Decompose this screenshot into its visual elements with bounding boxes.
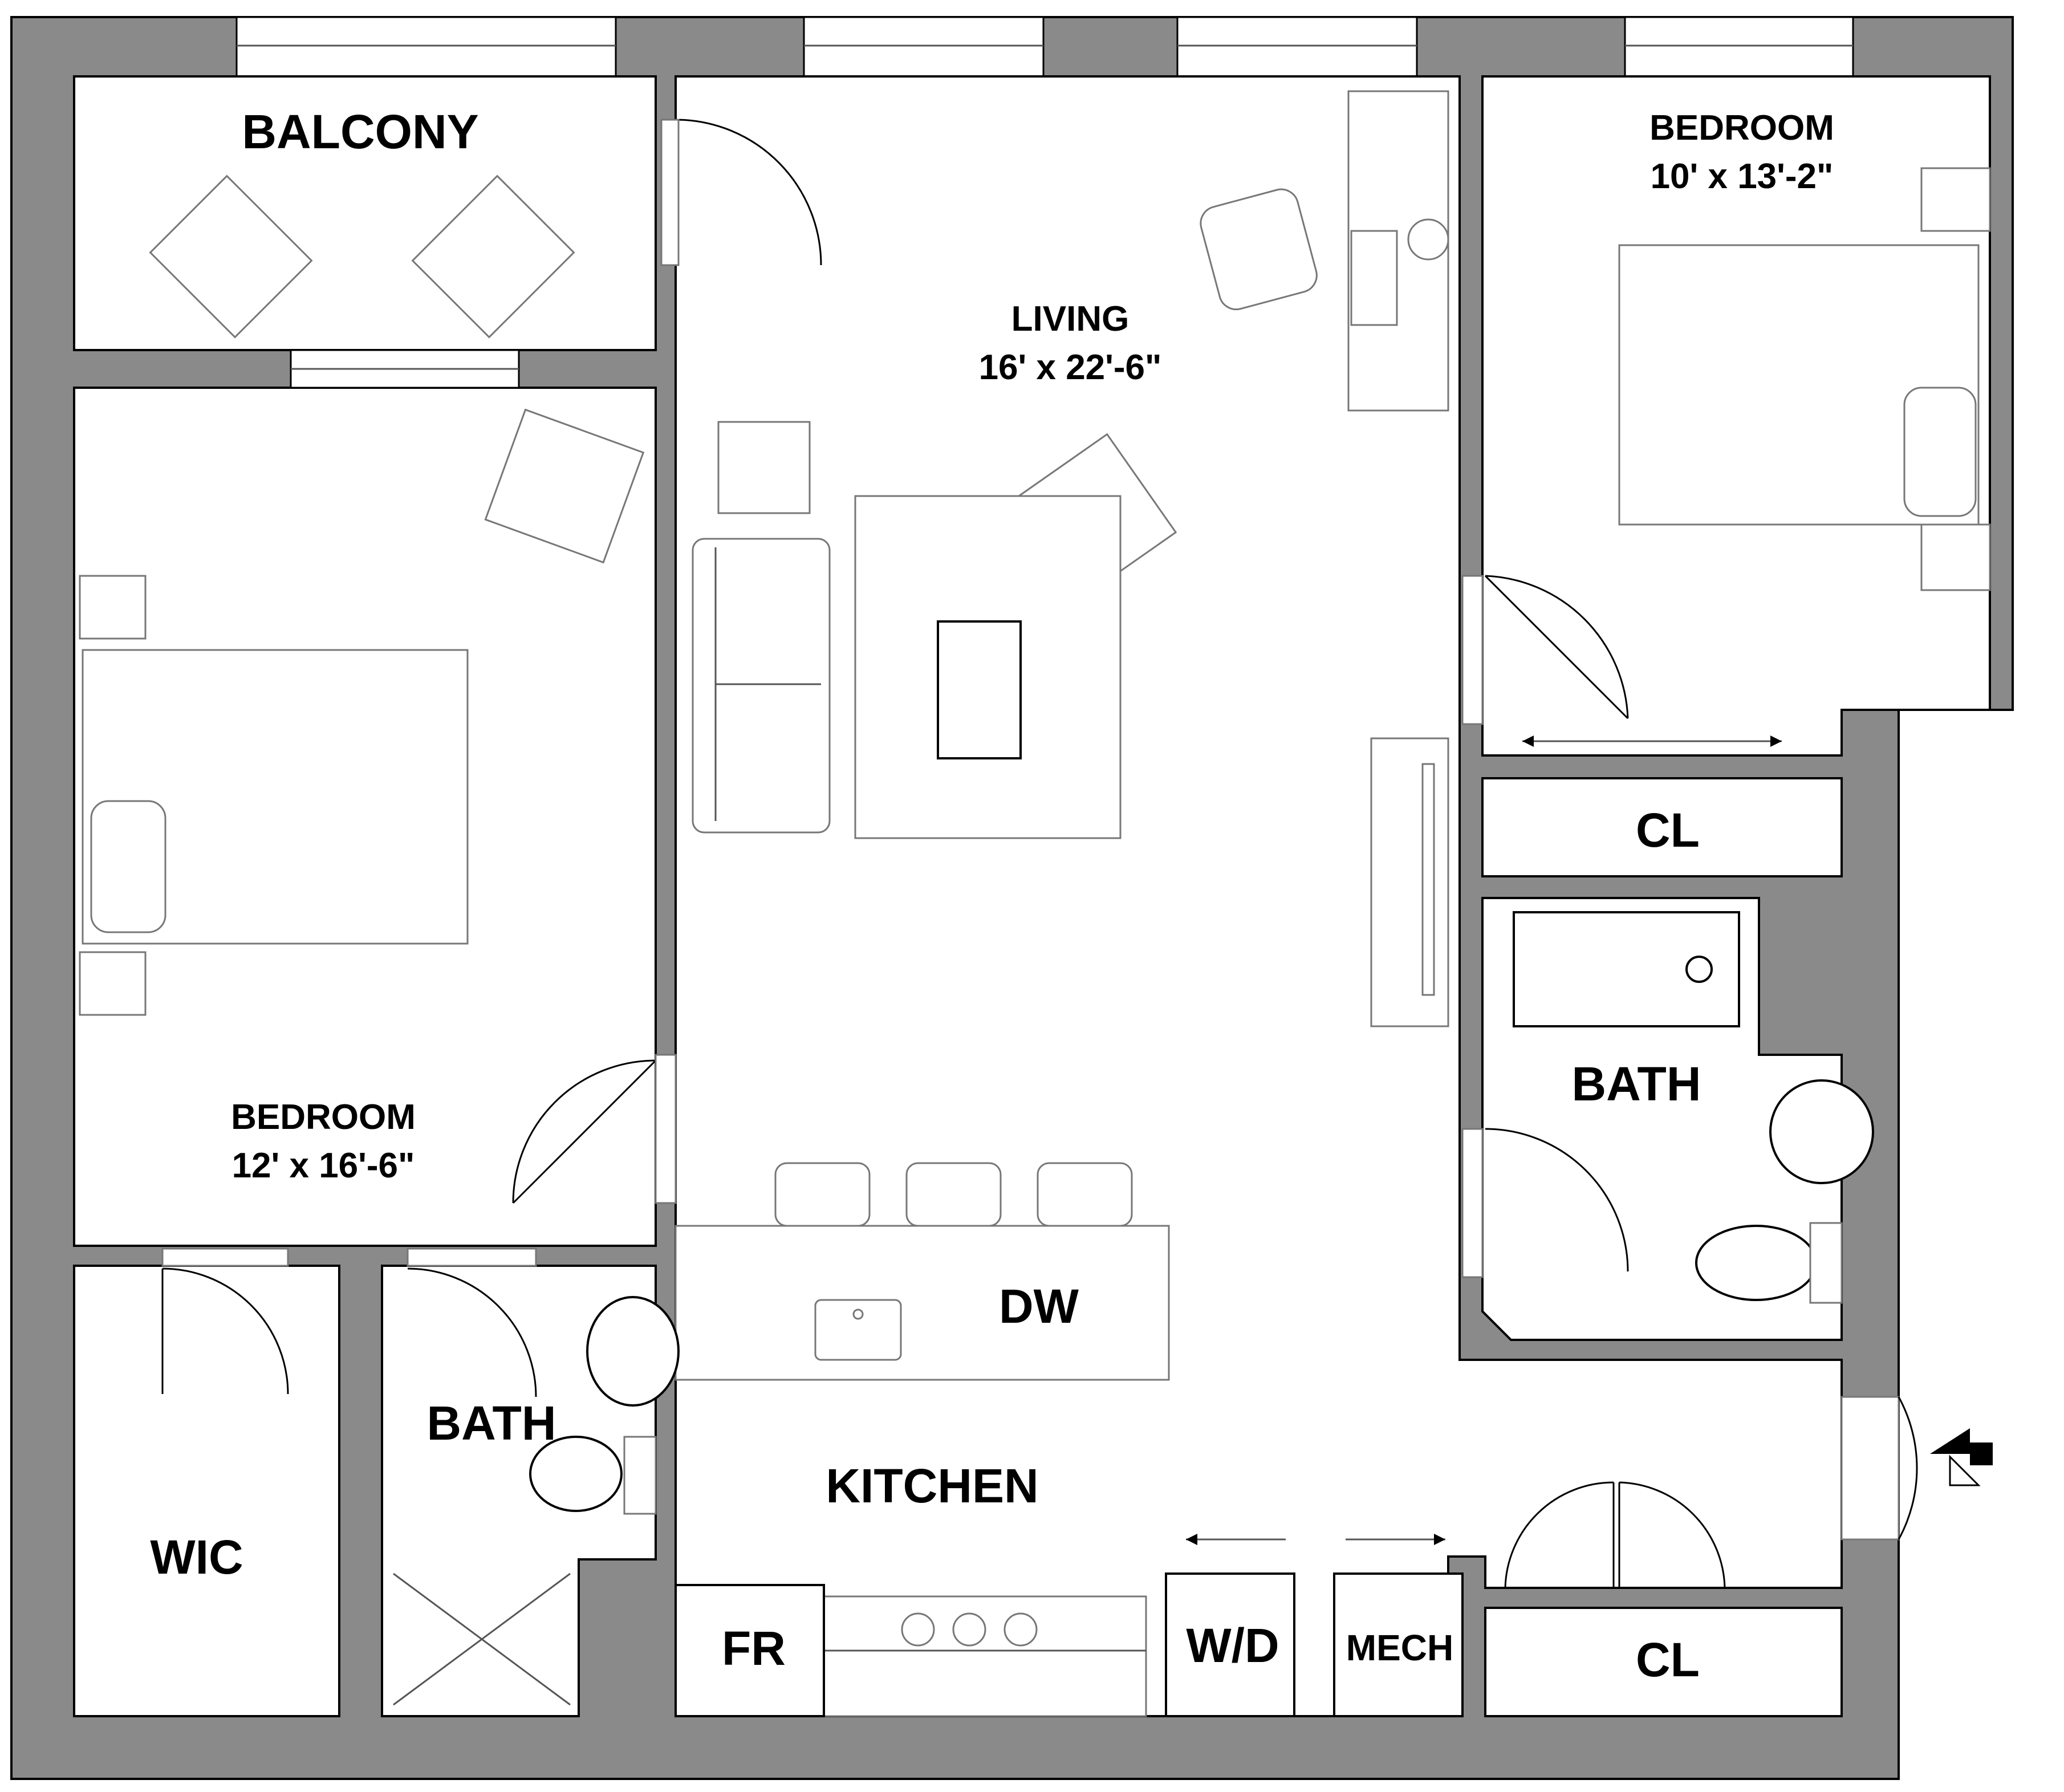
window-living-1 xyxy=(803,16,1045,78)
walk-in-closet-label: WIC xyxy=(150,1530,243,1584)
bedroom-left-size-label: 12' x 16'-6" xyxy=(232,1146,415,1185)
kitchen-label: KITCHEN xyxy=(826,1459,1038,1513)
sofa-icon xyxy=(692,538,831,834)
door-swing-icon xyxy=(1504,1481,1726,1588)
bath-right-label: BATH xyxy=(1571,1057,1701,1111)
bedroom-right-size-label: 10' x 13'-2" xyxy=(1651,157,1834,196)
living-size-label: 16' x 22'-6" xyxy=(979,348,1162,387)
door-swing-icon xyxy=(407,1248,537,1397)
stove-icon xyxy=(823,1595,1147,1717)
sink-icon xyxy=(586,1296,680,1407)
closet-right-room xyxy=(1481,777,1843,877)
door-swing-icon xyxy=(1461,1128,1629,1278)
window-bedroom-right xyxy=(1624,16,1854,78)
closet-right-label: CL xyxy=(1636,803,1700,857)
bedroom-left-label: BEDROOM xyxy=(231,1098,416,1137)
side-table-icon xyxy=(717,421,811,514)
door-swing-icon xyxy=(161,1248,289,1395)
living-label: LIVING xyxy=(1011,299,1129,339)
mechanical-label: MECH xyxy=(1346,1627,1453,1668)
dishwasher-label: DW xyxy=(999,1279,1079,1333)
rug-icon xyxy=(854,495,1122,839)
door-swing-icon xyxy=(1461,575,1629,725)
bed-icon xyxy=(79,575,469,1016)
toilet-icon xyxy=(1695,1222,1843,1304)
walk-in-closet-room xyxy=(73,1265,340,1717)
fridge-area xyxy=(675,1584,825,1717)
door-swing-icon xyxy=(660,119,822,266)
sink-icon xyxy=(1769,1079,1874,1184)
bath-left-label: BATH xyxy=(426,1396,556,1450)
balcony-room xyxy=(73,75,657,351)
window-living-2 xyxy=(1176,16,1418,78)
bedroom-right-label: BEDROOM xyxy=(1649,108,1834,148)
window-balcony xyxy=(235,16,617,78)
toilet-icon xyxy=(529,1436,657,1515)
fridge-label: FR xyxy=(722,1622,786,1675)
door-swing-icon xyxy=(512,1054,677,1204)
entry-door xyxy=(1840,1396,1918,1541)
closet-entry-room xyxy=(1484,1607,1843,1717)
closet-entry-label: CL xyxy=(1636,1633,1700,1687)
balcony-label: BALCONY xyxy=(242,105,478,159)
entry-arrow-icon xyxy=(1930,1428,1993,1486)
shower-icon xyxy=(393,1572,571,1706)
bed-icon xyxy=(1618,167,1991,591)
washer-dryer-room xyxy=(1165,1572,1295,1717)
bar-stool-icon xyxy=(774,1162,1133,1227)
tv-console-icon xyxy=(1370,737,1449,1027)
bath-left-room xyxy=(381,1265,657,1717)
washer-dryer-label: W/D xyxy=(1186,1619,1279,1672)
mechanical-room xyxy=(1333,1572,1464,1717)
kitchen-island xyxy=(675,1225,1170,1381)
sliding-door-icon xyxy=(1186,736,1782,1545)
bathtub-icon xyxy=(1513,911,1740,1027)
desk-icon xyxy=(1200,90,1449,412)
